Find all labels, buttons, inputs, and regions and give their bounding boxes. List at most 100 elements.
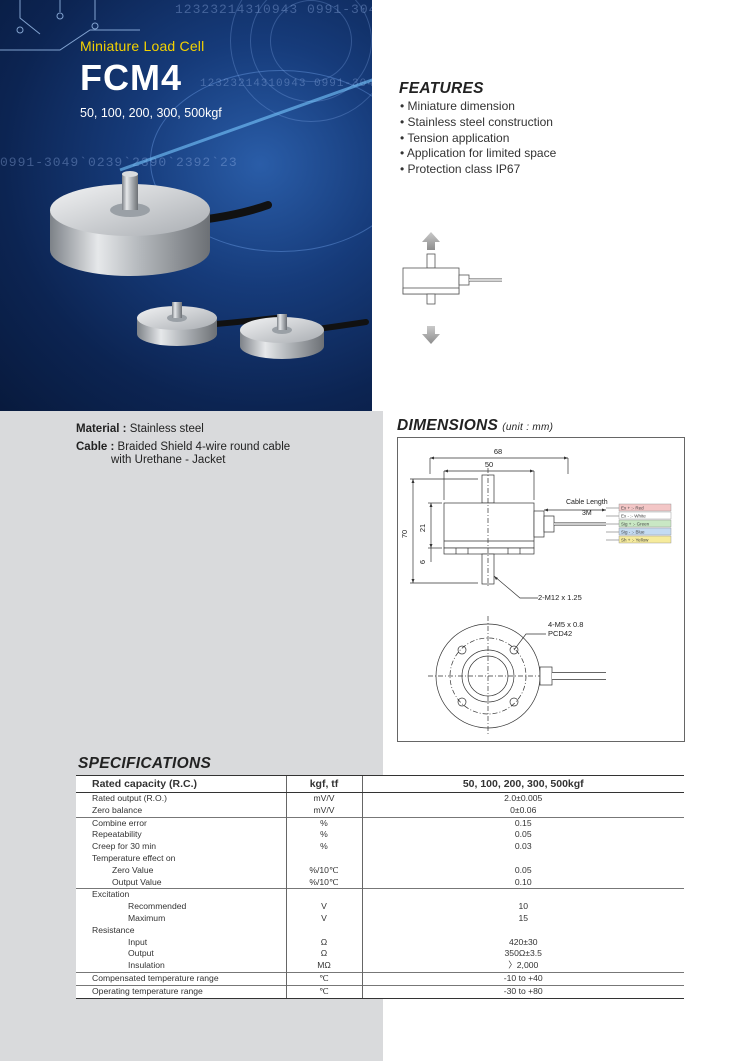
table-cell: 〉2,000 <box>361 960 684 973</box>
header-cell: Rated capacity (R.C.) <box>76 775 286 793</box>
circuit-lines <box>0 0 140 51</box>
cable-value-continued: with Urethane - Jacket <box>111 454 226 466</box>
table-cell <box>361 888 684 902</box>
tension-diagram <box>402 232 502 344</box>
material-label: Material : <box>76 423 127 435</box>
table-cell: -10 to +40 <box>361 971 684 986</box>
table-cell: V <box>285 912 362 925</box>
table-cell: Output Value <box>112 876 162 887</box>
table-cell: Ω <box>285 936 362 949</box>
specifications-heading: SPECIFICATIONS <box>78 755 212 772</box>
dimensions-title: DIMENSIONS <box>397 417 499 434</box>
dimensions-drawing: 68 50 70 21 6 Cable Length 3M 2-M12 x 1.… <box>400 447 672 736</box>
table-cell: Output <box>128 948 154 959</box>
table-cell: % <box>285 816 362 830</box>
background-number-text: 0991-3049`0239`2390`2392`23 <box>0 155 238 170</box>
table-cell: mV/V <box>285 792 362 805</box>
table-cell: Maximum <box>128 912 166 923</box>
table-cell: % <box>285 829 362 842</box>
table-cell: Compensated temperature range <box>76 971 286 986</box>
hero-decoration-svg <box>0 0 372 359</box>
load-cell-large-image <box>50 171 272 276</box>
hero-banner: 12323214310943 0991-3049'0239' 123232143… <box>0 0 372 411</box>
table-cell <box>285 888 362 902</box>
wire-legend: Ex + :- Red Ex - :- White Sig + :- Green… <box>606 503 672 544</box>
table-cell <box>285 924 362 937</box>
table-cell: Rated output (R.O.) <box>92 793 167 803</box>
table-cell: -30 to +80 <box>361 984 684 999</box>
dim-68-label: 68 <box>494 447 502 456</box>
wire-label: Ex - :- White <box>621 514 646 519</box>
load-cell-small-image <box>137 302 279 346</box>
table-cell: mV/V <box>285 804 362 818</box>
background-number-text: 12323214310943 0991-3049'0239'2390'2392' <box>200 78 372 90</box>
table-cell: 420±30 <box>361 936 684 949</box>
thread-label: 2-M12 x 1.25 <box>538 593 582 602</box>
background-number-text: 12323214310943 0991-3049'0239' <box>175 2 372 17</box>
dim-70-label: 70 <box>400 530 409 538</box>
product-subtitle: Miniature Load Cell <box>80 38 205 54</box>
table-cell: Insulation <box>128 960 165 971</box>
table-row: Repeatability%0.05 <box>76 829 684 842</box>
table-row: Operating temperature range℃-30 to +80 <box>76 984 684 999</box>
table-cell: % <box>285 841 362 853</box>
table-cell: 0.15 <box>361 816 684 830</box>
dimensions-heading: DIMENSIONS(unit : mm) <box>397 417 553 435</box>
table-cell: Excitation <box>76 888 286 902</box>
pcd-label: PCD42 <box>548 629 572 638</box>
table-cell: Ω <box>285 948 362 961</box>
cable-label: Cable : <box>76 441 115 453</box>
table-row: Insulation MΩ〉2,000 <box>76 960 684 973</box>
wire-label: Sh + :- Yellow <box>621 538 649 543</box>
screw-label: 4-M5 x 0.8 <box>548 620 583 629</box>
table-cell: Operating temperature range <box>76 984 286 999</box>
material-value: Stainless steel <box>129 423 204 435</box>
dimensions-unit: (unit : mm) <box>502 422 554 433</box>
cable-length-value: 3M <box>582 510 592 517</box>
specifications-table: Rated capacity (R.C.) kgf, tf 50, 100, 2… <box>76 775 684 999</box>
table-cell: Combine error <box>76 816 286 830</box>
table-cell: MΩ <box>285 960 362 973</box>
dim-50-label: 50 <box>485 460 493 469</box>
dim-21-label: 21 <box>418 524 427 532</box>
product-title: FCM4 <box>80 57 182 98</box>
table-cell: 2.0±0.005 <box>361 792 684 805</box>
dim-6-label: 6 <box>418 560 427 564</box>
table-cell: Zero Value <box>112 864 154 875</box>
light-streak <box>119 78 372 172</box>
arrow-up-icon <box>422 232 440 250</box>
load-cell-small-image <box>240 314 369 359</box>
table-cell: %/10℃ <box>285 876 362 889</box>
table-cell: Temperature effect on <box>92 852 176 863</box>
table-row: Temperature effect on <box>76 852 684 865</box>
table-row: Excitation <box>76 888 684 902</box>
table-cell: ℃ <box>285 984 362 999</box>
table-cell <box>361 924 684 937</box>
table-cell: Creep for 30 min <box>92 841 157 852</box>
wire-label: Ex + :- Red <box>621 506 644 511</box>
table-cell: %/10℃ <box>285 864 362 877</box>
header-cell: kgf, tf <box>285 775 362 793</box>
table-row: Creep for 30 min%0.03 <box>76 841 684 853</box>
feature-item: Tension application <box>400 131 556 147</box>
table-row: Combine error%0.15 <box>76 816 684 830</box>
feature-item: Miniature dimension <box>400 99 556 115</box>
table-cell: Zero balance <box>92 804 143 815</box>
table-cell: Recommended <box>128 901 187 912</box>
table-cell: ℃ <box>285 971 362 986</box>
wire-label: Sig - :- Blue <box>621 530 645 535</box>
table-cell: 0.05 <box>361 829 684 842</box>
material-line: Material : Stainless steel <box>76 423 204 435</box>
arrow-down-icon <box>422 326 440 344</box>
dimensions-drawing-box: 68 50 70 21 6 Cable Length 3M 2-M12 x 1.… <box>397 437 685 742</box>
table-cell: V <box>285 901 362 913</box>
table-cell: Input <box>128 936 148 947</box>
table-cell: Repeatability <box>92 829 142 840</box>
